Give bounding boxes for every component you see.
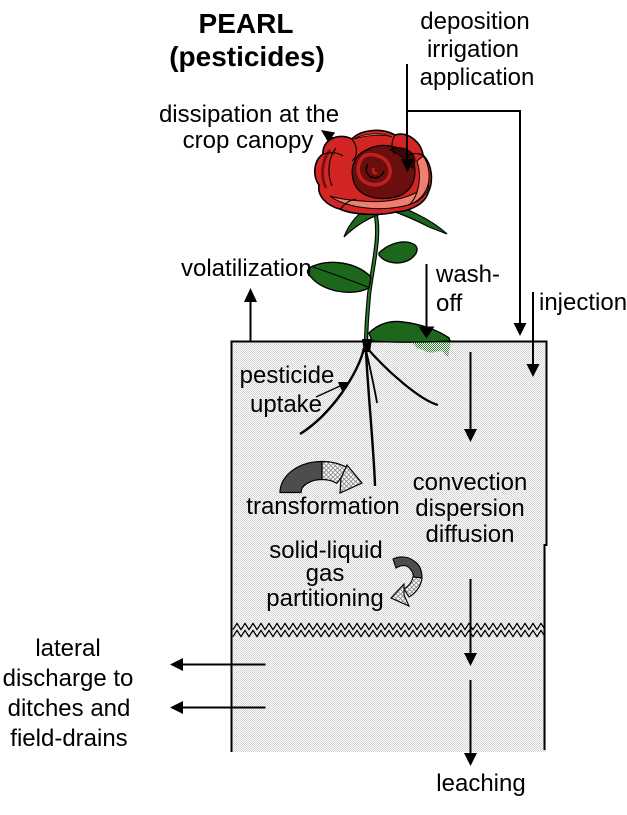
svg-text:transformation: transformation [246,493,399,520]
svg-text:gas: gas [306,560,345,587]
svg-text:volatilization: volatilization [181,255,312,282]
svg-text:injection: injection [539,289,627,316]
svg-text:application: application [420,64,535,91]
svg-text:off: off [436,290,463,317]
svg-text:convection: convection [413,469,528,496]
svg-text:partitioning: partitioning [266,585,383,612]
svg-text:dissipation at the: dissipation at the [159,101,339,128]
svg-text:lateral: lateral [35,635,100,662]
svg-text:irrigation: irrigation [427,36,519,63]
svg-text:ditches and: ditches and [8,695,131,722]
svg-text:uptake: uptake [250,391,322,418]
svg-text:field-drains: field-drains [10,725,127,752]
svg-text:discharge to: discharge to [3,665,134,692]
svg-text:PEARL: PEARL [199,8,294,39]
svg-text:crop canopy: crop canopy [183,127,314,154]
svg-text:deposition: deposition [420,8,529,35]
svg-text:(pesticides): (pesticides) [169,41,325,72]
svg-text:solid-liquid: solid-liquid [269,537,382,564]
svg-text:wash-: wash- [435,261,500,288]
svg-text:dispersion: dispersion [415,495,524,522]
svg-text:leaching: leaching [436,770,525,797]
svg-text:pesticide: pesticide [240,362,335,389]
svg-text:diffusion: diffusion [426,521,515,548]
